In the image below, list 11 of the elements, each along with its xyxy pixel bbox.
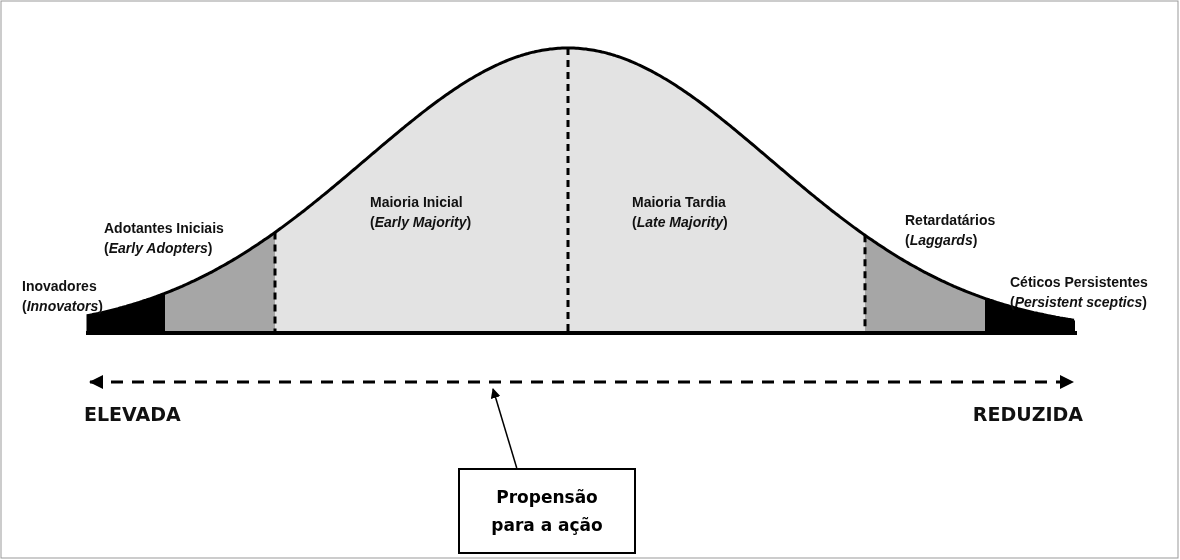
category-label: Céticos Persistentes (Persistent sceptics) [1010,273,1149,312]
category-label: Maioria Inicial (Early Majority) [370,193,473,232]
category-label: Adotantes Iniciais (Early Adopters) [104,219,225,258]
category-label: Maioria Tardia (Late Majority) [632,193,729,232]
category-label: Inovadores (Innovators) [22,277,104,316]
text-box: Propensão para a ação [458,468,636,554]
leader-arrow [490,388,518,469]
category-label: Retardatários (Laggards) [905,211,997,250]
dashed-double-arrow [89,375,1074,389]
axis-end-label: ELEVADA [84,403,181,425]
axis-end-label: REDUZIDA [972,403,1083,425]
